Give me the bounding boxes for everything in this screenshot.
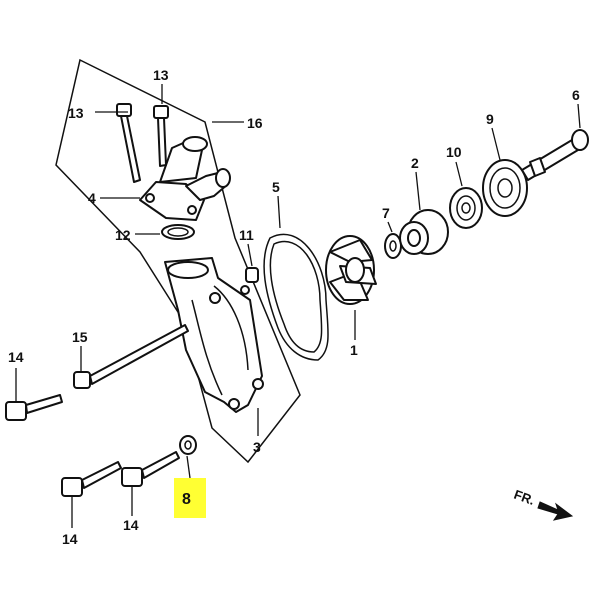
oil-seal — [449, 187, 483, 229]
bolt-13-left — [116, 103, 141, 183]
label-part-16: 16 — [247, 115, 263, 131]
bolt-13-right — [153, 105, 169, 167]
label-part-13-right: 13 — [153, 67, 169, 83]
gasket-inner-outline — [269, 240, 323, 353]
label-part-8: 8 — [182, 491, 191, 508]
bearing — [482, 159, 528, 217]
bolt-15 — [73, 324, 189, 389]
pump-shaft — [521, 129, 589, 181]
mechanical-seal — [399, 209, 449, 255]
washer-7 — [384, 233, 402, 259]
label-part-3: 3 — [253, 439, 261, 455]
impeller — [325, 235, 377, 305]
label-part-5: 5 — [272, 179, 280, 195]
front-direction-label: FR. — [512, 487, 537, 508]
washer-8-hole — [184, 440, 192, 450]
label-part-1: 1 — [350, 342, 358, 358]
bolt-14-left-upper — [5, 394, 63, 421]
label-part-2: 2 — [411, 155, 419, 171]
gasket-outline — [263, 233, 329, 361]
label-part-14-upper: 14 — [8, 349, 24, 365]
front-direction-marker: FR. — [512, 487, 574, 521]
label-part-7: 7 — [382, 205, 390, 221]
label-part-9: 9 — [486, 111, 494, 127]
o-ring-12 — [161, 224, 195, 240]
highlight-box — [174, 478, 206, 518]
label-part-14-lower-middle: 14 — [123, 517, 139, 533]
label-part-14-lower-left: 14 — [62, 531, 78, 547]
label-part-12: 12 — [115, 227, 131, 243]
front-direction-arrow-icon — [537, 501, 574, 521]
bolt-14-lower-left — [61, 461, 122, 497]
pump-cover — [164, 257, 264, 413]
bolt-14-lower-middle — [121, 451, 180, 487]
label-part-13-left: 13 — [68, 105, 84, 121]
label-part-15: 15 — [72, 329, 88, 345]
label-part-10: 10 — [446, 144, 462, 160]
label-part-4: 4 — [88, 190, 96, 206]
label-part-11: 11 — [239, 227, 254, 243]
washer-7-hole — [389, 240, 397, 252]
dowel-pin — [245, 267, 259, 283]
leader-lines — [15, 84, 581, 528]
o-ring-12-inner — [167, 227, 189, 237]
washer-8 — [179, 435, 197, 455]
inlet-pipe — [139, 136, 231, 221]
label-part-6: 6 — [572, 87, 580, 103]
